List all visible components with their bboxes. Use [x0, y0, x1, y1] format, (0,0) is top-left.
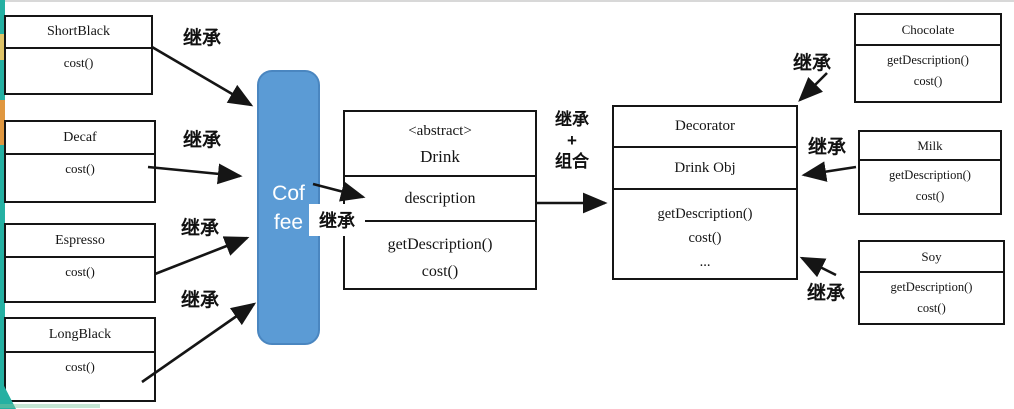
arrow-milk-to-decorator [801, 161, 857, 182]
decorator-method-ellipsis: ... [699, 254, 711, 270]
class-espresso: Espresso cost() [4, 223, 156, 303]
label-inherit-decaf: 继承 [182, 130, 221, 151]
label-inherit-compose: 继承 + 组合 [546, 109, 598, 172]
chocolate-method-getdescription: getDescription() [887, 53, 969, 67]
arrow-soy-to-decorator [799, 256, 837, 278]
decorator-name: Decorator [614, 107, 796, 148]
class-decorator: Decorator Drink Obj getDescription() cos… [612, 105, 798, 280]
arrow-espresso-to-coffee [154, 236, 250, 276]
class-decaf-name: Decaf [6, 122, 154, 155]
bottom-edge-green-line [0, 404, 100, 408]
left-edge-color-strip [0, 0, 5, 409]
arrow-shortblack-to-coffee [151, 45, 254, 107]
chocolate-name: Chocolate [856, 15, 1000, 46]
top-edge-line [0, 0, 1014, 2]
soy-method-getdescription: getDescription() [890, 280, 973, 294]
label-inherit-milk: 继承 [807, 137, 846, 158]
label-inherit-compose-line3: 组合 [555, 152, 589, 171]
class-drink-header: <abstract> Drink [345, 112, 535, 177]
label-inherit-longblack: 继承 [180, 290, 219, 311]
coffee-class: Cof fee [257, 70, 320, 345]
class-drink: <abstract> Drink description getDescript… [343, 110, 537, 290]
class-milk: Milk getDescription() cost() [858, 130, 1002, 215]
label-inherit-coffee-drink: 继承 [309, 204, 365, 236]
drink-method-getdescription: getDescription() [387, 235, 493, 253]
drink-field: description [345, 177, 535, 222]
class-espresso-method: cost() [65, 264, 95, 279]
coffee-label-line2: fee [273, 210, 304, 234]
label-inherit-espresso: 继承 [180, 218, 219, 239]
chocolate-methods: getDescription() cost() [856, 46, 1000, 101]
decorator-method-cost: cost() [688, 230, 722, 246]
decorator-methods: getDescription() cost() ... [614, 190, 796, 278]
label-inherit-soy: 继承 [806, 283, 845, 304]
class-espresso-name: Espresso [6, 225, 154, 258]
milk-method-getdescription: getDescription() [889, 168, 971, 182]
milk-name: Milk [860, 132, 1000, 161]
class-longblack-method: cost() [65, 359, 95, 374]
class-soy: Soy getDescription() cost() [858, 240, 1005, 325]
soy-methods: getDescription() cost() [860, 273, 1003, 323]
label-inherit-chocolate: 继承 [792, 53, 831, 74]
drink-methods: getDescription() cost() [345, 222, 535, 288]
label-inherit-compose-line1: 继承 [555, 110, 589, 129]
milk-method-cost: cost() [915, 189, 945, 203]
class-decaf-method: cost() [65, 161, 95, 176]
soy-name: Soy [860, 242, 1003, 273]
arrow-longblack-to-coffee [141, 302, 257, 384]
decorator-method-getdescription: getDescription() [657, 206, 753, 222]
class-shortblack-method: cost() [63, 55, 94, 70]
class-shortblack-name: ShortBlack [6, 17, 151, 49]
label-inherit-shortblack: 继承 [182, 28, 221, 49]
arrow-chocolate-to-decorator [798, 72, 828, 102]
drink-method-cost: cost() [421, 262, 459, 280]
class-chocolate: Chocolate getDescription() cost() [854, 13, 1002, 103]
drink-name: Drink [420, 146, 460, 166]
soy-method-cost: cost() [917, 301, 946, 315]
class-decaf: Decaf cost() [4, 120, 156, 203]
class-shortblack: ShortBlack cost() [4, 15, 153, 95]
milk-methods: getDescription() cost() [860, 161, 1000, 213]
decorator-field: Drink Obj [614, 148, 796, 190]
drink-stereotype: <abstract> [408, 122, 472, 139]
chocolate-method-cost: cost() [913, 74, 943, 88]
class-longblack-name: LongBlack [6, 319, 154, 353]
label-inherit-compose-line2: + [567, 131, 577, 150]
coffee-label-line1: Cof [272, 181, 305, 205]
arrow-decaf-to-coffee [147, 163, 243, 185]
class-longblack: LongBlack cost() [4, 317, 156, 402]
